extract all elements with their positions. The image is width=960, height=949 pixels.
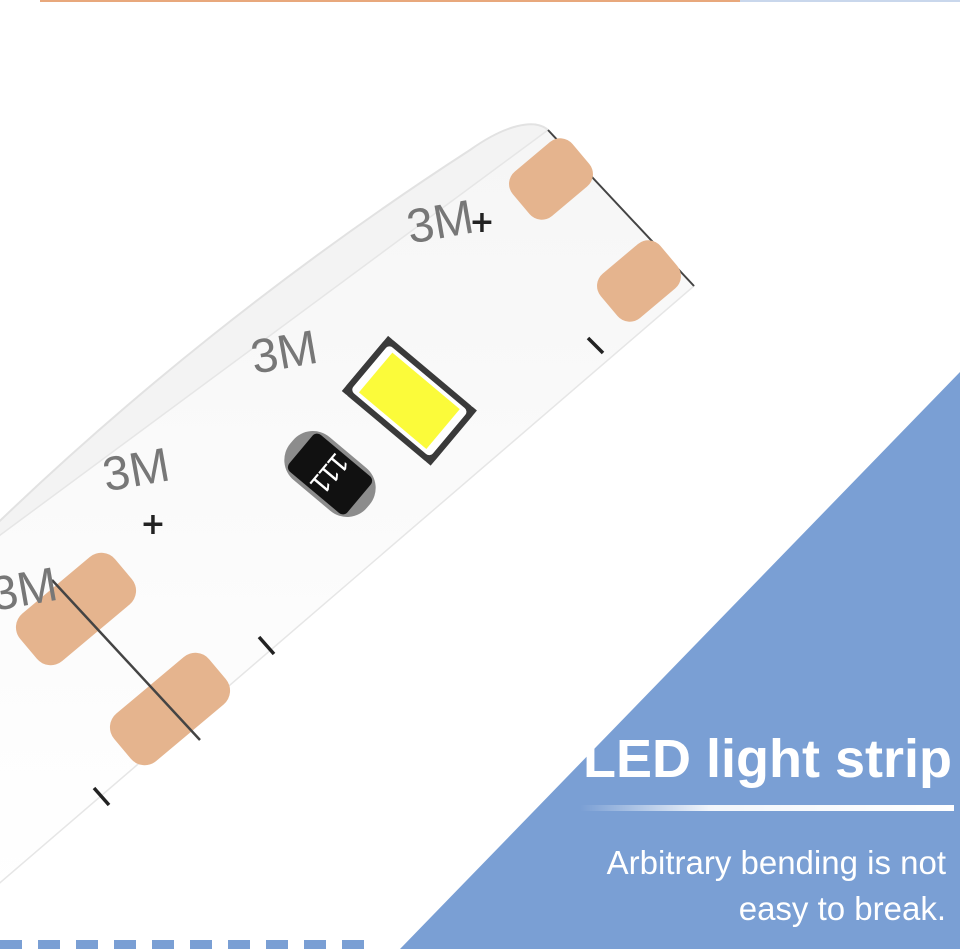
minus-mark [586, 336, 605, 355]
bottom-dash-row [0, 940, 364, 949]
minus-mark [257, 635, 276, 656]
minus-mark [92, 786, 111, 807]
top-accent-rule-right [740, 0, 960, 2]
headline-subtitle: Arbitrary bending is not easy to break. [607, 840, 946, 932]
subtitle-line: easy to break. [738, 890, 946, 927]
plus-mark: + [469, 205, 494, 240]
copper-pad [15, 552, 137, 666]
top-accent-rule [40, 0, 740, 2]
resistor-chip: 111 [284, 431, 376, 517]
cut-line [51, 579, 201, 741]
subtitle-line: Arbitrary bending is not [606, 844, 946, 881]
copper-pad [597, 240, 681, 322]
copper-pad [509, 138, 593, 220]
brand-mark-print: 3M [0, 558, 62, 622]
brand-mark-print: 3M [247, 321, 322, 385]
headline-title: LED light strip [583, 729, 952, 789]
led-chip [341, 335, 477, 466]
plus-mark: + [140, 507, 165, 542]
headline-underline [580, 805, 954, 811]
brand-mark-print: 3M [403, 191, 478, 255]
blue-accent-triangle [400, 372, 960, 949]
brand-mark-print: 3M [99, 439, 174, 503]
